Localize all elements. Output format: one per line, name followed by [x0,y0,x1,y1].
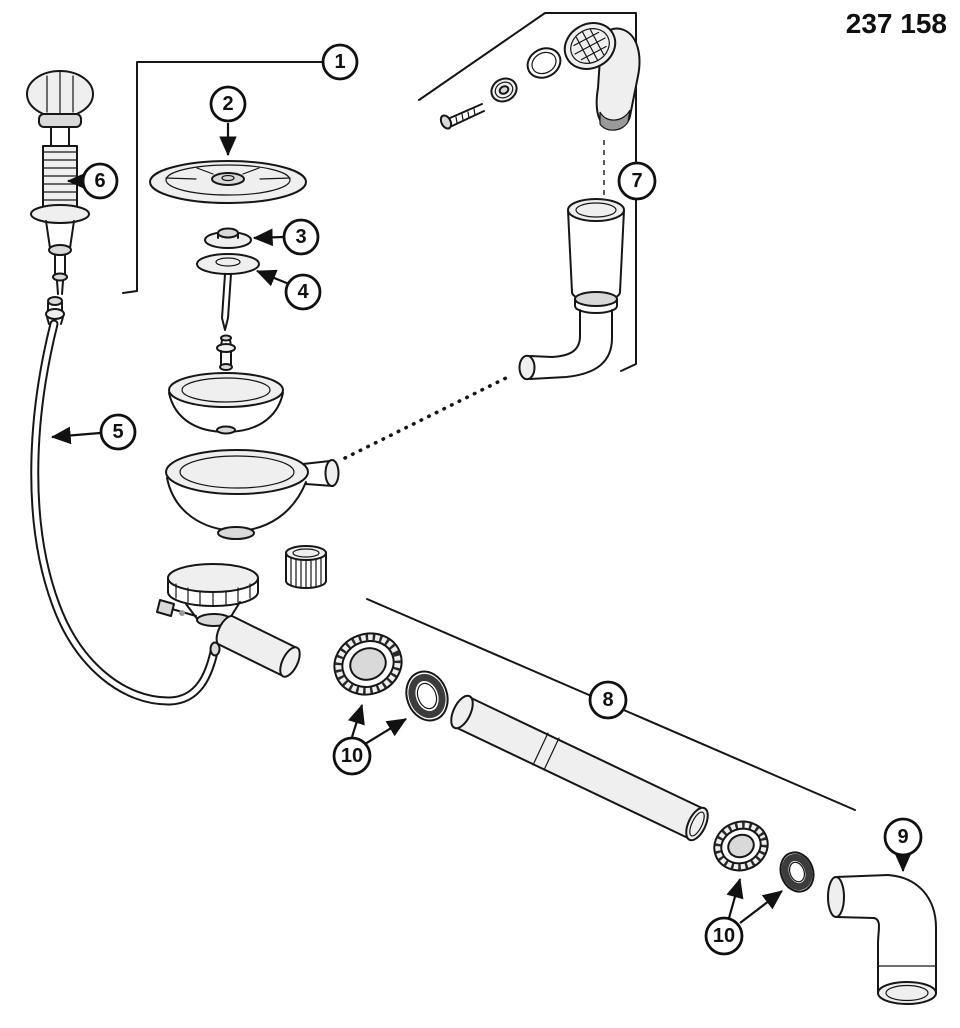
svg-text:1: 1 [334,51,345,73]
part-union-nut-10a [333,632,403,696]
part-strainer-basket [168,372,284,435]
callout-10a: 10 [332,736,372,776]
arrow-to-part-5 [50,426,101,445]
callout-9: 9 [883,817,923,857]
part-stem [216,334,236,371]
callout-1: 1 [321,43,359,81]
callout-6: 6 [81,162,119,200]
part-lower-assembly [156,563,301,678]
arrow-to-washer-10a [364,718,407,745]
svg-text:10: 10 [713,925,735,947]
part-pipe-8 [450,694,709,842]
part-cable-5 [30,296,221,706]
svg-text:5: 5 [112,421,123,443]
callout-3: 3 [282,218,320,256]
svg-text:8: 8 [602,689,613,711]
part-seal-washer-10a [405,670,449,722]
part-number: 237 158 [846,8,947,39]
callout-10b: 10 [704,916,744,956]
arrow-to-washer-10b [739,890,783,924]
callout-5: 5 [99,413,137,451]
part-strainer-body [165,449,340,540]
part-union-nut-10b [713,820,769,872]
part-overflow-assembly-7 [439,22,641,381]
arrow-to-part-3 [252,228,284,247]
assembly-dotted-line [343,374,512,460]
svg-text:2: 2 [222,93,233,115]
arrow-to-nut-10b [726,877,744,919]
arrow-to-part-4 [255,269,290,287]
svg-text:6: 6 [94,170,105,192]
part-cover-disc-2 [149,160,307,204]
svg-text:7: 7 [631,170,642,192]
arrow-to-nut-10a [348,703,365,738]
callout-2: 2 [209,85,247,123]
svg-text:9: 9 [897,826,908,848]
part-cap-3 [204,227,252,249]
svg-text:4: 4 [297,281,309,303]
part-elbow-9 [827,874,937,1005]
callout-7: 7 [617,161,657,201]
svg-text:10: 10 [341,745,363,767]
callout-4: 4 [284,273,322,311]
bracket-group-1 [122,61,323,294]
part-pin-disc-4 [196,253,260,331]
part-outlet-nut [285,545,327,589]
part-seal-washer-10b [779,851,815,893]
callout-8: 8 [588,680,628,720]
svg-text:3: 3 [295,226,306,248]
